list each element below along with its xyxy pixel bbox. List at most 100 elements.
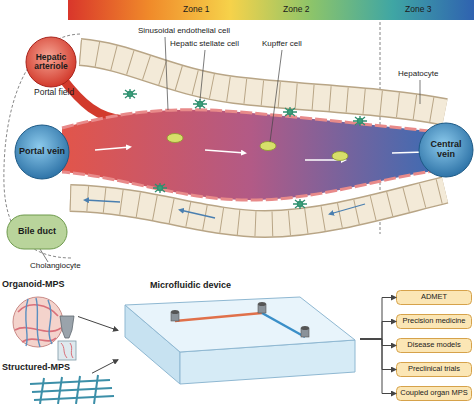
zone-label: Zone 1 xyxy=(183,5,209,14)
connector-arrow xyxy=(360,322,396,340)
node-text: Portal vein xyxy=(19,147,65,157)
node-text: Preclinical trials xyxy=(408,365,460,373)
bile-flow-arrow xyxy=(85,200,120,202)
bile-flow-arrow xyxy=(330,204,365,214)
bioprinting-illustration xyxy=(61,343,73,358)
bioprinting-illustration xyxy=(76,376,80,404)
connector-arrow xyxy=(360,339,396,394)
node-text: ADMET xyxy=(421,293,447,301)
blood-flow-arrow xyxy=(95,147,425,160)
blood-flow-arrow xyxy=(95,147,130,150)
bioprinting-illustration xyxy=(30,316,114,404)
stellate-cell xyxy=(123,89,367,209)
stellate-cell xyxy=(353,116,367,126)
stellate-cell xyxy=(283,107,297,117)
node-text: Microfluidic device xyxy=(150,281,231,291)
endothelial-lining xyxy=(62,110,440,132)
application-box-fill xyxy=(397,291,472,305)
structured-group: Structured-MPS xyxy=(0,360,92,404)
bioprinting-illustration xyxy=(34,396,114,400)
application-box: Disease models xyxy=(396,338,472,353)
application-box: Preclinical trials xyxy=(396,362,472,377)
bioprinting-illustration xyxy=(58,377,62,404)
node-text: Organoid-MPS xyxy=(2,280,65,290)
leader-line xyxy=(40,249,48,262)
organoid-group: Organoid-MPS xyxy=(0,278,78,348)
leader-line xyxy=(270,50,282,142)
microfluidic-chip xyxy=(125,297,355,384)
organoid-illustration xyxy=(13,297,63,347)
stellate-cell xyxy=(193,99,207,109)
kupffer-cell xyxy=(167,134,348,161)
region-label: Portal field xyxy=(34,88,74,97)
application-box-fill xyxy=(397,363,472,377)
vein-circle: Portal vein xyxy=(14,124,70,180)
organoid-illustration xyxy=(48,300,52,344)
kupffer-cell xyxy=(332,152,348,161)
zone-label: Zone 3 xyxy=(405,5,431,14)
stellate-cell xyxy=(198,102,203,107)
application-box-fill xyxy=(397,315,472,329)
kupffer-cell xyxy=(260,142,276,151)
microfluidic-chip xyxy=(258,302,266,306)
node-text: Disease models xyxy=(407,341,460,349)
hepatocyte-row xyxy=(80,52,445,112)
stellate-cell xyxy=(158,186,163,191)
device-group: Microfluidic device xyxy=(118,278,360,400)
stellate-cell xyxy=(123,89,137,99)
bile-duct-shape-fill xyxy=(7,215,67,249)
node-text: Central vein xyxy=(423,140,469,160)
microfluidic-chip xyxy=(301,326,309,330)
hepatocyte-row xyxy=(80,52,445,112)
node-text: Bile duct xyxy=(18,227,56,237)
organoid-illustration xyxy=(36,298,40,347)
connector-arrow xyxy=(360,298,396,340)
node-text: Coupled organ MPS xyxy=(400,389,468,397)
application-box-fill xyxy=(397,339,472,353)
connector-arrow xyxy=(92,360,118,373)
stellate-cell xyxy=(128,92,133,97)
application-box: ADMET xyxy=(396,290,472,305)
node-text: Precision medicine xyxy=(403,317,466,325)
vein-circle-fill xyxy=(15,125,69,179)
microfluidic-chip xyxy=(171,310,179,314)
stellate-cell xyxy=(358,119,363,124)
application-box-fill xyxy=(397,387,472,401)
vein-circle: Central vein xyxy=(418,122,474,178)
connector-arrow xyxy=(78,317,118,331)
organoid-illustration xyxy=(13,297,63,347)
stellate-cell xyxy=(293,199,307,209)
cell-label: Cholangiocyte xyxy=(30,262,81,271)
stellate-cell xyxy=(298,202,303,207)
zone-gradient-bar xyxy=(68,0,474,20)
leader-line xyxy=(165,37,168,110)
microfluidic-chip xyxy=(125,297,355,352)
microfluidic-chip xyxy=(175,313,262,321)
leader-line xyxy=(200,50,205,100)
bioprinting-illustration xyxy=(30,375,114,404)
organoid-illustration xyxy=(26,298,52,347)
endothelial-lining xyxy=(62,110,440,200)
kupffer-cell xyxy=(167,134,183,143)
leader-line xyxy=(40,37,420,262)
microfluidic-chip xyxy=(262,313,305,337)
cell-label: Sinusoidal endothelial cell xyxy=(138,27,230,36)
endothelial-lining xyxy=(62,170,440,200)
bioprinting-illustration xyxy=(58,341,76,360)
blood-flow-arrow xyxy=(205,150,245,153)
bile-flow-arrow xyxy=(180,210,215,218)
hepatocyte-row xyxy=(80,52,445,112)
arteriole-circle: Hepatic arteriole xyxy=(25,36,77,88)
cell-label: Kupffer cell xyxy=(262,40,302,49)
bile-duct-shape: Bile duct xyxy=(6,214,68,250)
cell-label: Hepatic stellate cell xyxy=(170,40,239,49)
bioprinting-illustration xyxy=(32,388,112,392)
bioprinting-illustration xyxy=(40,378,44,404)
zone-label: Zone 2 xyxy=(283,5,309,14)
organoid-illustration xyxy=(26,299,28,346)
connector-arrow xyxy=(360,339,396,370)
application-box: Coupled organ MPS xyxy=(396,386,472,401)
vein-circle-fill xyxy=(419,123,473,177)
